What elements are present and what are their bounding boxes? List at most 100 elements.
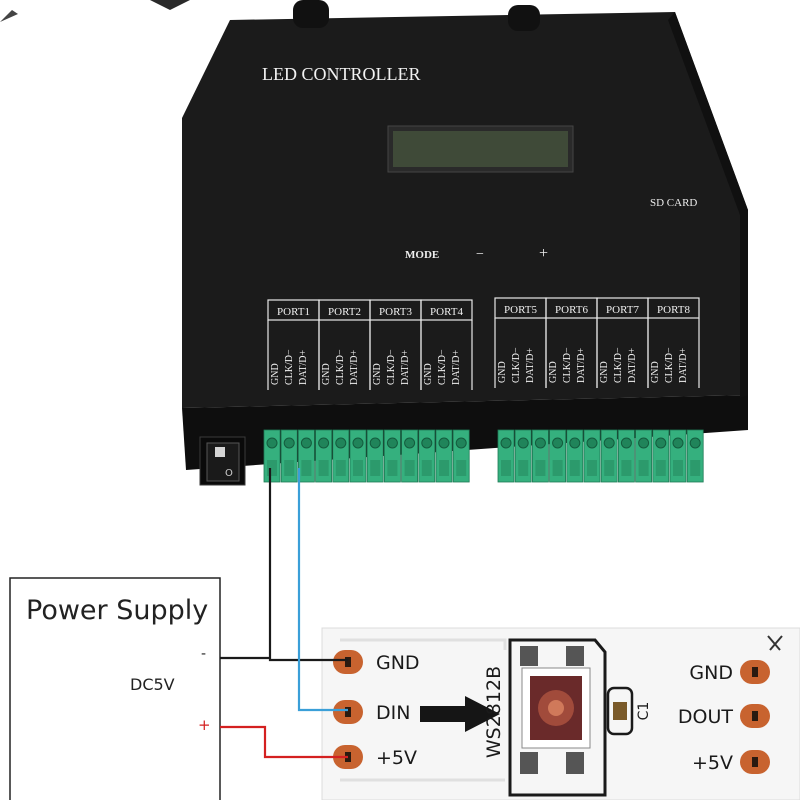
terminal-opening bbox=[604, 460, 615, 476]
power-supply-box bbox=[9, 577, 221, 800]
controller-title: LED CONTROLLER bbox=[262, 64, 420, 84]
power-supply: Power Supply DC5V - + bbox=[9, 577, 221, 800]
terminal-screw[interactable] bbox=[352, 437, 364, 449]
terminal-screw[interactable] bbox=[500, 437, 512, 449]
terminal-opening bbox=[353, 460, 363, 476]
port-pin-label: CLK/D− bbox=[613, 347, 624, 383]
pad-label: +5V bbox=[376, 747, 417, 769]
cut-mark bbox=[767, 635, 783, 651]
terminal-opening bbox=[267, 460, 277, 476]
strip-outline bbox=[321, 627, 800, 800]
terminal-screw[interactable] bbox=[369, 437, 381, 449]
terminal-screw[interactable] bbox=[534, 437, 546, 449]
port-pin-label: GND bbox=[497, 361, 508, 383]
terminal-opening bbox=[456, 460, 467, 476]
wires bbox=[220, 468, 348, 759]
pad-label: GND bbox=[376, 652, 420, 674]
terminal-screw[interactable] bbox=[655, 437, 667, 449]
port-pin-label: GND bbox=[270, 363, 281, 385]
terminal-screw[interactable] bbox=[517, 437, 529, 449]
port-pin-label: GND bbox=[599, 361, 610, 383]
terminal-opening bbox=[673, 460, 683, 476]
terminal-screw[interactable] bbox=[300, 437, 312, 449]
terminal-screw[interactable] bbox=[438, 437, 450, 449]
port-pin-label: GND bbox=[650, 361, 661, 383]
top-cable-fragment bbox=[150, 0, 190, 10]
terminal-screw[interactable] bbox=[569, 437, 581, 449]
terminal-screw[interactable] bbox=[421, 437, 433, 449]
terminal-opening bbox=[655, 460, 666, 476]
controller-top-face bbox=[182, 12, 748, 408]
terminal-screw[interactable] bbox=[586, 437, 598, 449]
wire-power bbox=[220, 725, 348, 759]
terminal-screw[interactable] bbox=[638, 437, 650, 449]
port-header-box bbox=[647, 297, 700, 319]
port-pin-label: CLK/D− bbox=[284, 349, 295, 385]
terminal-opening bbox=[301, 460, 312, 476]
port-name-label: PORT3 bbox=[379, 306, 412, 318]
power-supply-minus: - bbox=[201, 646, 206, 662]
terminal-screw[interactable] bbox=[283, 437, 295, 449]
terminal-opening bbox=[284, 460, 295, 476]
terminal-opening bbox=[439, 460, 449, 476]
terminal-screw[interactable] bbox=[386, 437, 398, 449]
chip-pad-2 bbox=[566, 646, 584, 666]
port-pin-label: CLK/D− bbox=[386, 349, 397, 385]
controller-side-face bbox=[668, 12, 748, 398]
port-divider bbox=[647, 318, 700, 388]
port-pin-label: DAT/D+ bbox=[525, 348, 536, 383]
terminal-opening bbox=[690, 460, 701, 476]
port-pin-label: DAT/D+ bbox=[576, 348, 587, 383]
port-pin-label: GND bbox=[372, 363, 383, 385]
terminal-screw[interactable] bbox=[552, 437, 564, 449]
knob-left[interactable] bbox=[293, 0, 329, 28]
knob-right[interactable] bbox=[508, 5, 540, 31]
solder-pad-hole bbox=[752, 667, 758, 677]
pad-label: GND bbox=[689, 662, 733, 684]
terminal-screw[interactable] bbox=[689, 437, 701, 449]
terminal-opening bbox=[518, 460, 529, 476]
plus-button-label: + bbox=[539, 245, 548, 262]
port-pin-label: DAT/D+ bbox=[627, 348, 638, 383]
pad-label: DOUT bbox=[678, 706, 733, 728]
terminal-screw[interactable] bbox=[335, 437, 347, 449]
power-supply-voltage: DC5V bbox=[130, 675, 175, 694]
port-pin-label: CLK/D− bbox=[562, 347, 573, 383]
solder-pad-hole bbox=[752, 711, 758, 721]
terminal-opening bbox=[421, 460, 432, 476]
terminal-screw[interactable] bbox=[603, 437, 615, 449]
terminal-opening bbox=[638, 460, 649, 476]
terminal-screw[interactable] bbox=[620, 437, 632, 449]
terminal-opening bbox=[387, 460, 398, 476]
port-name-label: PORT8 bbox=[657, 304, 690, 316]
led-emitter bbox=[548, 700, 564, 716]
terminal-opening bbox=[535, 460, 546, 476]
terminal-screw[interactable] bbox=[404, 437, 416, 449]
terminal-opening bbox=[552, 460, 563, 476]
port-pin-label: CLK/D− bbox=[511, 347, 522, 383]
port-pin-label: GND bbox=[423, 363, 434, 385]
capacitor-label: C1 bbox=[636, 702, 652, 721]
terminal-opening bbox=[569, 460, 580, 476]
port-pin-label: DAT/D+ bbox=[678, 348, 689, 383]
minus-button-label: − bbox=[476, 247, 484, 262]
terminal-block-right bbox=[497, 429, 704, 483]
port-pin-label: DAT/D+ bbox=[400, 350, 411, 385]
terminal-screw[interactable] bbox=[455, 437, 467, 449]
terminal-opening bbox=[335, 460, 346, 476]
terminal-opening bbox=[621, 460, 632, 476]
terminal-screw[interactable] bbox=[266, 437, 278, 449]
power-supply-title: Power Supply bbox=[26, 595, 208, 626]
terminal-screw[interactable] bbox=[672, 437, 684, 449]
wire-data bbox=[297, 468, 348, 712]
terminal-opening bbox=[587, 460, 597, 476]
port-pin-label: CLK/D− bbox=[664, 347, 675, 383]
terminal-block-left bbox=[263, 429, 470, 483]
terminal-opening bbox=[318, 460, 329, 476]
terminal-screw[interactable] bbox=[318, 437, 330, 449]
port-name-label: PORT2 bbox=[328, 306, 361, 318]
